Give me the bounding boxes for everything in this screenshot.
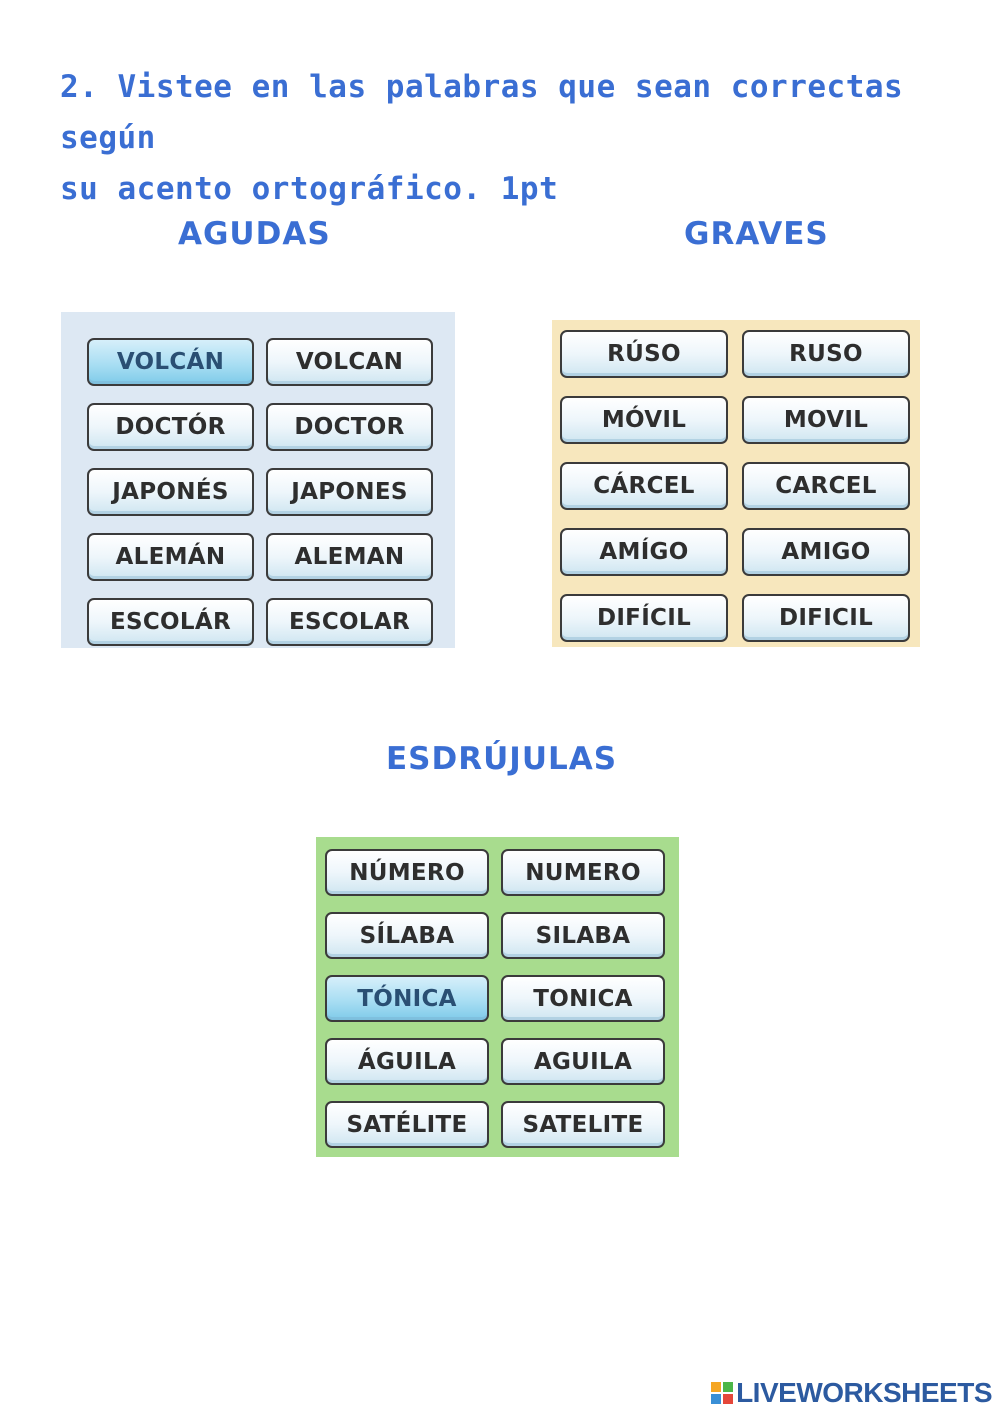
word-panel-esdrujulas: NÚMERO NUMERO SÍLABA SILABA TÓNICA TONICA ÁGUI… — [316, 837, 679, 1157]
word-button[interactable]: JAPONÉS — [87, 468, 254, 516]
word-button[interactable]: ALEMÁN — [87, 533, 254, 581]
word-button[interactable]: AMÍGO — [560, 528, 728, 576]
word-button[interactable]: ÁGUILA — [325, 1038, 489, 1085]
word-button[interactable]: SATELITE — [501, 1101, 665, 1148]
word-button[interactable]: SÍLABA — [325, 912, 489, 959]
word-button[interactable]: DIFICIL — [742, 594, 910, 642]
liveworksheets-logo: LIVEWORKSHEETS — [711, 1378, 992, 1408]
section-title-agudas: AGUDAS — [178, 216, 331, 252]
word-button[interactable]: CARCEL — [742, 462, 910, 510]
word-button[interactable]: SATÉLITE — [325, 1101, 489, 1148]
word-button[interactable]: DOCTÓR — [87, 403, 254, 451]
word-button[interactable]: VOLCÁN — [87, 338, 254, 386]
word-panel-graves: RÚSO RUSO MÓVIL MOVIL CÁRCEL CARCEL AMÍGO AMIGO… — [552, 320, 920, 647]
word-button[interactable]: CÁRCEL — [560, 462, 728, 510]
word-button[interactable]: TÓNICA — [325, 975, 489, 1022]
word-button[interactable]: MOVIL — [742, 396, 910, 444]
word-button[interactable]: RÚSO — [560, 330, 728, 378]
word-button[interactable]: DOCTOR — [266, 403, 433, 451]
word-button[interactable]: AMIGO — [742, 528, 910, 576]
logo-text: LIVEWORKSHEETS — [736, 1377, 992, 1408]
word-button[interactable]: ESCOLAR — [266, 598, 433, 646]
word-button[interactable]: NÚMERO — [325, 849, 489, 896]
word-button[interactable]: MÓVIL — [560, 396, 728, 444]
word-button[interactable]: ALEMAN — [266, 533, 433, 581]
section-title-esdrujulas: ESDRÚJULAS — [386, 741, 618, 777]
instruction-line-2: su acento ortográfico. 1pt — [60, 171, 559, 207]
section-title-graves: GRAVES — [684, 216, 829, 252]
word-button[interactable]: DIFÍCIL — [560, 594, 728, 642]
word-button[interactable]: VOLCAN — [266, 338, 433, 386]
liveworksheets-logo-icon — [711, 1382, 734, 1404]
word-button[interactable]: RUSO — [742, 330, 910, 378]
instruction-text: 2. Vistee en las palabras que sean corre… — [60, 62, 940, 215]
word-button[interactable]: JAPONES — [266, 468, 433, 516]
word-button[interactable]: NUMERO — [501, 849, 665, 896]
word-button[interactable]: TONICA — [501, 975, 665, 1022]
word-button[interactable]: ESCOLÁR — [87, 598, 254, 646]
word-button[interactable]: AGUILA — [501, 1038, 665, 1085]
instruction-line-1: 2. Vistee en las palabras que sean corre… — [60, 69, 904, 156]
word-button[interactable]: SILABA — [501, 912, 665, 959]
